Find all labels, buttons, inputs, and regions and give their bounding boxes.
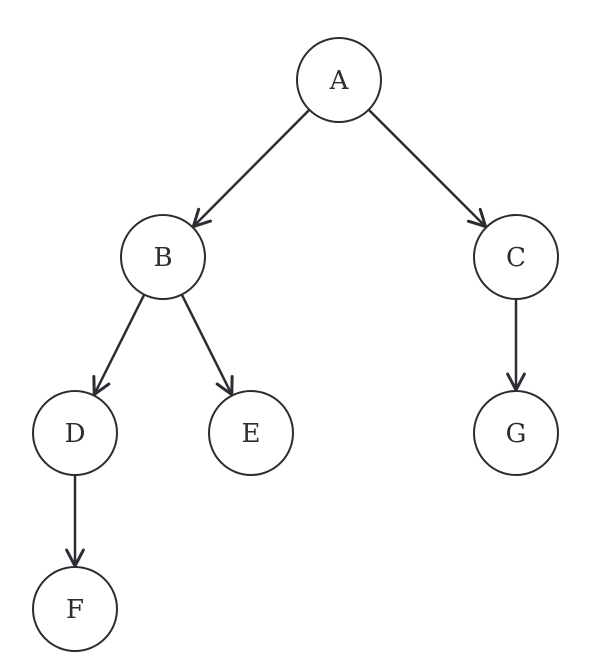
node-circle: [296, 37, 382, 123]
node-circle: [473, 390, 559, 476]
edge-line: [180, 294, 233, 396]
node-label: C: [506, 243, 526, 273]
node-b: B: [120, 214, 206, 300]
edge-a-b: [191, 108, 311, 229]
edge-line: [192, 108, 311, 228]
node-label: D: [65, 419, 86, 449]
node-label: G: [506, 419, 527, 449]
edge-a-c: [367, 108, 488, 229]
edge-d-f: [65, 475, 85, 568]
nodes-layer: A B C D E G F: [32, 37, 559, 652]
node-circle: [208, 390, 294, 476]
node-circle: [32, 390, 118, 476]
node-a: A: [296, 37, 382, 123]
arrow-head-icon: [466, 207, 488, 229]
edge-c-g: [506, 299, 526, 392]
edge-b-e: [180, 294, 234, 397]
node-d: D: [32, 390, 118, 476]
node-circle: [120, 214, 206, 300]
node-f: F: [32, 566, 118, 652]
node-label: E: [242, 419, 261, 449]
edge-line: [93, 294, 146, 396]
node-e: E: [208, 390, 294, 476]
arrow-head-icon: [191, 207, 212, 229]
node-label: F: [66, 595, 84, 625]
node-c: C: [473, 214, 559, 300]
node-circle: [473, 214, 559, 300]
edges-layer: [65, 108, 526, 568]
node-g: G: [473, 390, 559, 476]
node-label: A: [329, 66, 350, 96]
edge-b-d: [92, 294, 146, 397]
node-circle: [32, 566, 118, 652]
edge-line: [367, 108, 487, 228]
node-label: B: [153, 243, 172, 273]
